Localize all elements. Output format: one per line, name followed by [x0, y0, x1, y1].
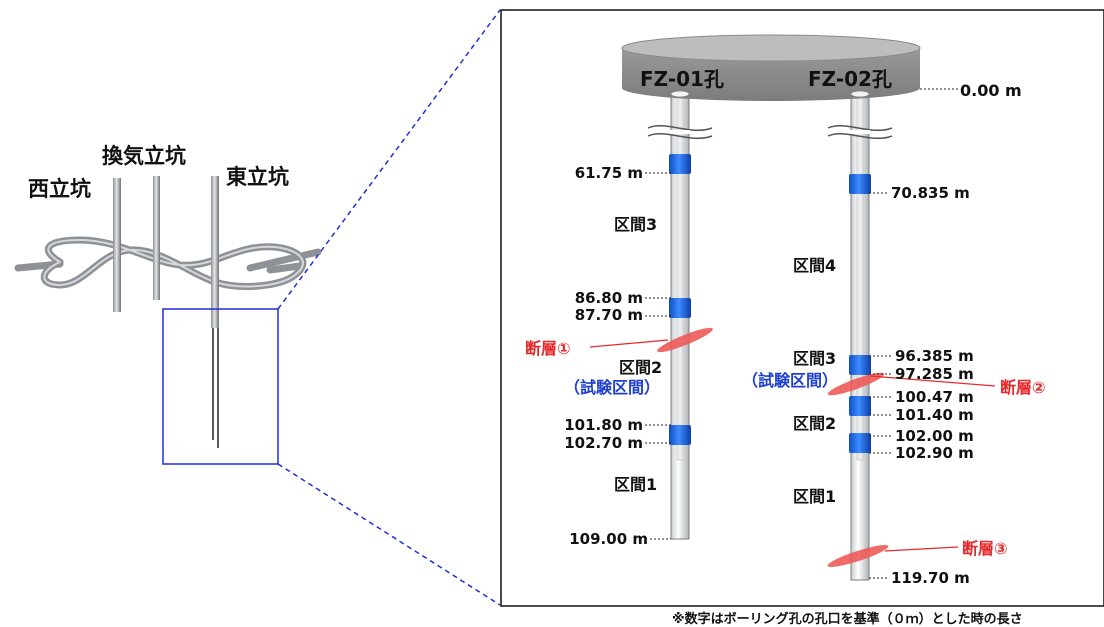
- packer: [669, 154, 691, 174]
- fz01-depth-labels: 61.75 m 86.80 m 87.70 m 101.80 m 102.70 …: [564, 164, 648, 548]
- packer: [669, 298, 691, 318]
- inner-tube-fz01: [676, 89, 684, 461]
- fz02-test-section: （試験区間）: [742, 371, 838, 390]
- fault-1-label: 断層①: [525, 339, 571, 358]
- fz01-depth: 87.70 m: [575, 306, 643, 324]
- fz01-depth: 86.80 m: [575, 289, 643, 307]
- packer: [849, 174, 871, 194]
- fz02-depth: 70.835 m: [891, 184, 970, 202]
- packer: [849, 433, 871, 453]
- fz01-depth: 102.70 m: [564, 434, 643, 452]
- fz02-depth-labels: 70.835 m 96.385 m 97.285 m 100.47 m 101.…: [891, 184, 974, 587]
- fz02-section-2: 区間2: [793, 414, 836, 433]
- packers-fz02: [849, 174, 871, 453]
- fz01-depth: 101.80 m: [564, 416, 643, 434]
- fault-3-label: 断層③: [962, 539, 1008, 558]
- label-east-shaft: 東立坑: [226, 165, 289, 189]
- surface-depth: 0.00 m: [960, 81, 1022, 100]
- fault1-leader: [589, 339, 669, 348]
- hole2-title: FZ-02孔: [808, 67, 892, 91]
- tunnel-overview: 西立坑 換気立坑 東立坑: [14, 144, 322, 465]
- fz02-depth: 101.40 m: [895, 406, 974, 424]
- packer: [849, 396, 871, 416]
- break-marks: [647, 124, 893, 140]
- fz02-depth: 100.47 m: [895, 388, 974, 406]
- fz01-section-3: 区間3: [614, 215, 657, 234]
- break-gap-fz01: [670, 130, 690, 134]
- fz02-section-4: 区間4: [793, 256, 836, 275]
- fault-plane-1: [657, 327, 713, 353]
- fz02-depth: 102.90 m: [895, 444, 974, 462]
- fault2-leader: [869, 375, 996, 387]
- fz02-section-1: 区間1: [793, 487, 836, 506]
- fz02-depth: 119.70 m: [891, 569, 970, 587]
- ventilation-shaft: [153, 176, 160, 300]
- footnote: ※数字はボーリング孔の孔口を基準（０ｍ）とした時の長さ: [672, 611, 1023, 627]
- west-shaft: [113, 178, 121, 312]
- fz02-depth: 97.285 m: [895, 365, 974, 383]
- fault-2-label: 断層②: [1000, 378, 1046, 397]
- label-ventilation-shaft: 換気立坑: [102, 144, 186, 168]
- fz02-section-3: 区間3: [793, 349, 836, 368]
- break-gap-fz02: [850, 130, 870, 134]
- fault-plane-2: [827, 372, 885, 396]
- fz02-depth: 102.00 m: [895, 427, 974, 445]
- packer: [849, 355, 871, 375]
- fz01-section-1: 区間1: [614, 475, 657, 494]
- zoom-region-box: [162, 308, 279, 465]
- east-shaft: [211, 176, 219, 328]
- detail-frame: [500, 9, 1104, 607]
- fz01-section-2: 区間2: [619, 358, 662, 377]
- fz01-depth: 109.00 m: [569, 530, 648, 548]
- fz01-depth: 61.75 m: [575, 164, 643, 182]
- fault-plane-3: [827, 545, 889, 567]
- hole1-title: FZ-01孔: [640, 67, 724, 91]
- ground-surface-disk: [621, 34, 921, 101]
- packer: [669, 425, 691, 445]
- fz01-test-section: （試験区間）: [564, 378, 660, 397]
- label-west-shaft: 西立坑: [28, 177, 91, 201]
- fz02-depth: 96.385 m: [895, 347, 974, 365]
- packers-fz01: [669, 154, 691, 445]
- zoom-connector-top: [277, 9, 501, 310]
- depth-leaders: [645, 88, 958, 579]
- zoom-connector-bottom: [277, 463, 501, 606]
- fault3-leader: [884, 546, 959, 552]
